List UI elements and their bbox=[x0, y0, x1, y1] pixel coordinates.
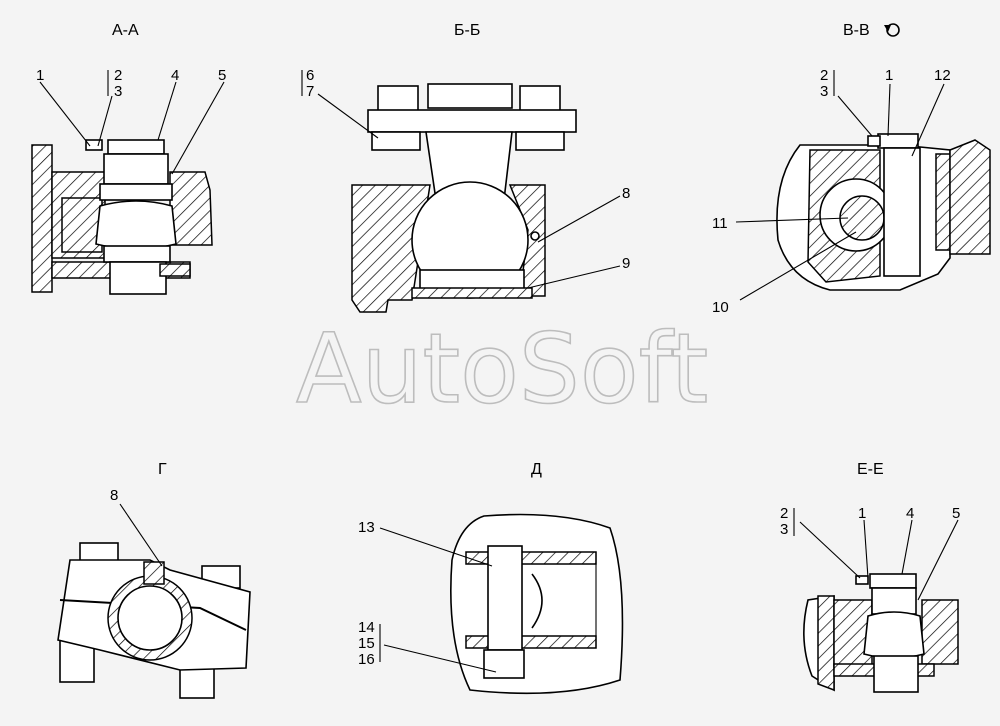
callout-label: 1 bbox=[36, 67, 44, 84]
rotated-view-icon bbox=[884, 23, 900, 37]
callout-label: 2 bbox=[820, 67, 828, 84]
view-title: Е-Е bbox=[857, 461, 884, 478]
callout-label: 12 bbox=[934, 67, 951, 84]
callout-label: 1 bbox=[858, 505, 866, 522]
watermark: AutoSoft bbox=[296, 313, 708, 425]
view-title: Б-Б bbox=[454, 22, 480, 39]
callout-label: 16 bbox=[358, 651, 375, 668]
view-d: Д 13 14 15 16 bbox=[358, 461, 624, 695]
view-title: Г bbox=[158, 461, 167, 478]
view-g: Г 8 bbox=[57, 461, 251, 699]
callout-label: 8 bbox=[622, 185, 630, 202]
callout-label: 14 bbox=[358, 619, 375, 636]
callout-label: 9 bbox=[622, 255, 630, 272]
callout-label: 13 bbox=[358, 519, 375, 536]
callout-label: 10 bbox=[712, 299, 729, 316]
callout-label: 4 bbox=[906, 505, 914, 522]
view-v-v: В-В 2 3 1 12 11 10 bbox=[712, 22, 991, 316]
callout-label: 2 bbox=[114, 67, 122, 84]
callout-label: 5 bbox=[218, 67, 226, 84]
callout-label: 8 bbox=[110, 487, 118, 504]
callout-label: 4 bbox=[171, 67, 179, 84]
callout-label: 3 bbox=[114, 83, 122, 100]
callout-label: 3 bbox=[820, 83, 828, 100]
callout-label: 15 bbox=[358, 635, 375, 652]
callout-label: 2 bbox=[780, 505, 788, 522]
callout-label: 3 bbox=[780, 521, 788, 538]
callout-label: 7 bbox=[306, 83, 314, 100]
view-title: Д bbox=[531, 461, 542, 478]
view-e-e: Е-Е 2 3 1 4 5 bbox=[780, 461, 960, 693]
view-b-b: Б-Б 6 7 8 9 bbox=[301, 22, 630, 313]
callout-label: 5 bbox=[952, 505, 960, 522]
callout-label: 6 bbox=[306, 67, 314, 84]
view-title: А-А bbox=[112, 22, 139, 39]
callout-label: 1 bbox=[885, 67, 893, 84]
callout-label: 11 bbox=[712, 215, 728, 232]
view-title: В-В bbox=[843, 22, 870, 39]
view-a-a: А-А 1 2 3 4 5 bbox=[31, 22, 226, 295]
